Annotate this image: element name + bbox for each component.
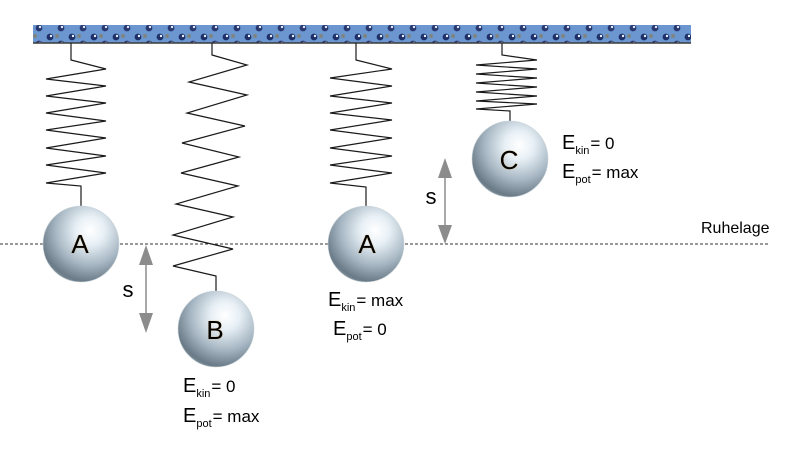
energy-symbol: E <box>562 161 576 183</box>
spring-a-left <box>45 43 107 208</box>
energy-kin-b: Ekin= 0 <box>183 376 236 404</box>
energy-subscript: pot <box>575 174 591 186</box>
energy-value: = 0 <box>590 134 615 153</box>
displacement-arrow-down <box>139 245 153 333</box>
spring-c <box>475 43 538 129</box>
energy-value: = 0 <box>211 377 236 396</box>
ball-a-right <box>327 205 405 283</box>
energy-symbol: E <box>333 318 347 340</box>
ball-label-a-left: A <box>71 229 89 259</box>
ball-label-a-right: A <box>358 229 376 259</box>
ball-a-left <box>42 205 120 283</box>
displacement-label-upper: s <box>425 184 437 209</box>
energy-value: = max <box>356 291 404 310</box>
energy-subscript: pot <box>346 331 362 343</box>
energy-symbol: E <box>328 289 342 311</box>
ball-label-c: C <box>499 145 519 175</box>
energy-kin-c: Ekin= 0 <box>562 133 615 161</box>
rest-position-label: Ruhelage <box>701 220 770 237</box>
energy-symbol: E <box>562 132 576 154</box>
spring-a-right <box>329 43 393 208</box>
energy-subscript: kin <box>341 302 356 314</box>
energy-symbol: E <box>183 375 197 397</box>
energy-symbol: E <box>183 405 197 427</box>
energy-subscript: kin <box>575 145 590 157</box>
energy-kin-a: Ekin= max <box>328 290 403 318</box>
energy-subscript: pot <box>196 418 212 430</box>
energy-value: = max <box>591 163 639 182</box>
energy-value: = 0 <box>362 320 387 339</box>
energy-pot-c: Epot= max <box>562 162 638 190</box>
displacement-arrow-up <box>438 158 452 244</box>
ceiling-bar <box>33 25 691 44</box>
ball-label-b: B <box>206 315 224 345</box>
energy-pot-a: Epot= 0 <box>333 319 387 347</box>
ball-c <box>471 120 549 198</box>
displacement-label-lower: s <box>122 277 134 302</box>
energy-value: = max <box>212 407 260 426</box>
energy-pot-b: Epot= max <box>183 406 259 434</box>
ball-b <box>177 290 255 368</box>
spring-b <box>170 43 250 292</box>
energy-subscript: kin <box>196 388 211 400</box>
